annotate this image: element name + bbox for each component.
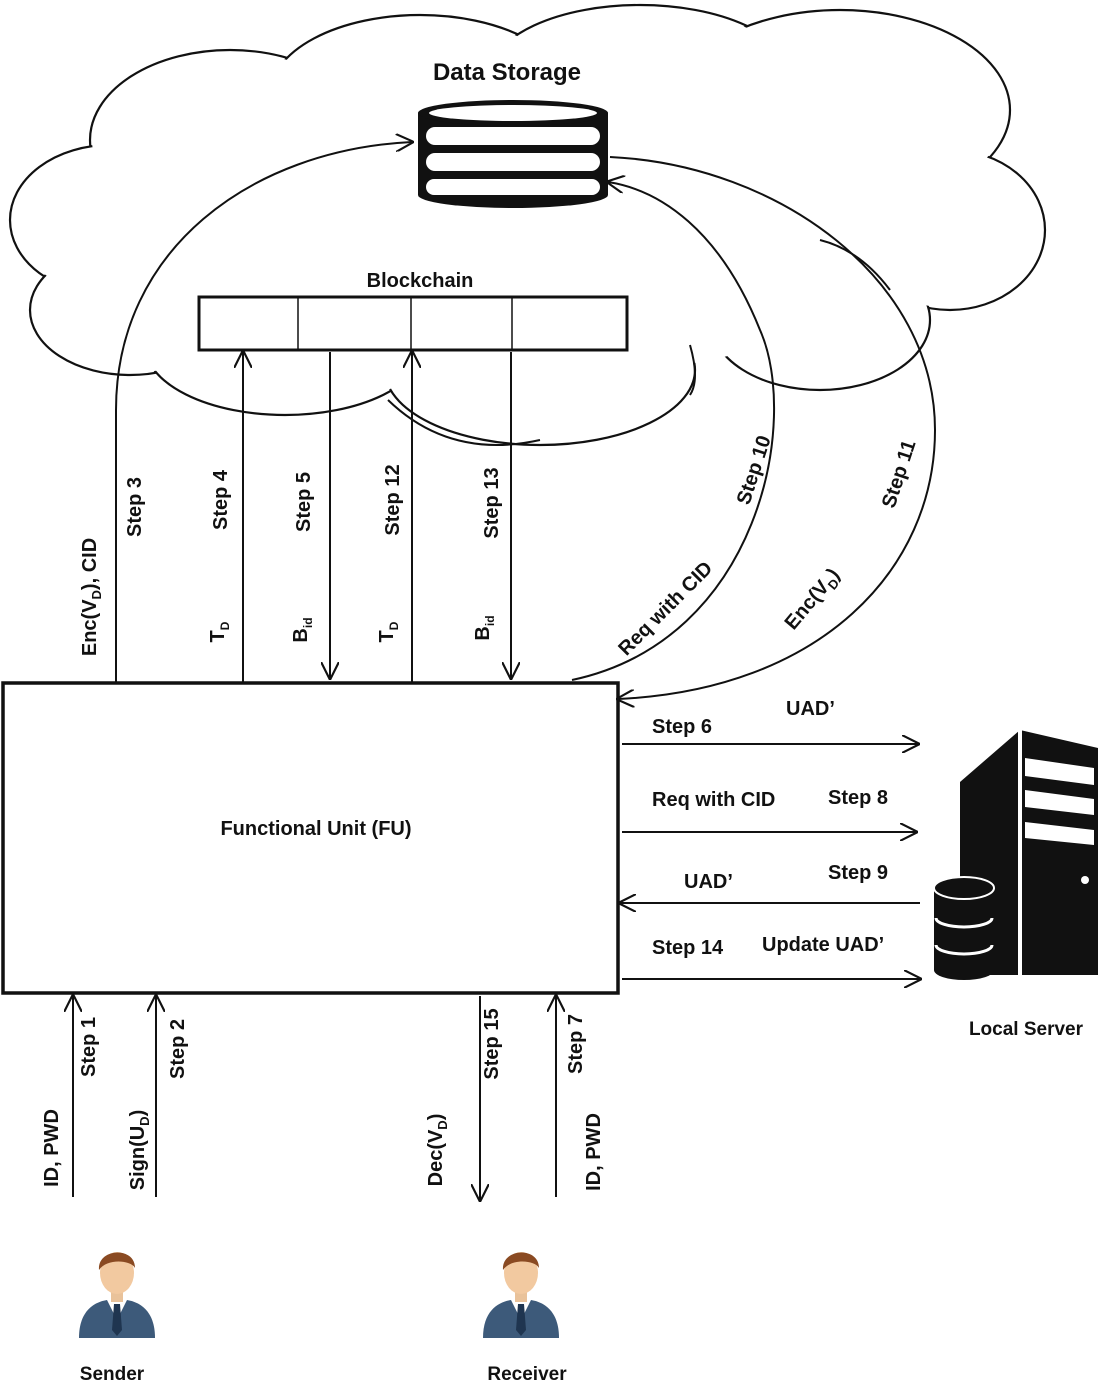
server-icon [933, 730, 1098, 980]
step15-label: Step 15 [481, 1008, 503, 1079]
step12-label: Step 12 [382, 464, 404, 535]
step6-payload: UAD’ [786, 698, 835, 720]
step5-label: Step 5 [293, 472, 315, 532]
receiver-label: Receiver [487, 1364, 567, 1385]
functional-unit-box [1, 681, 620, 995]
step15-payload: Dec(VD) [425, 1114, 450, 1187]
step4-label: Step 4 [210, 469, 232, 530]
data-storage-title: Data Storage [433, 59, 581, 86]
step11-payload: Enc(VD) [781, 564, 847, 636]
step9-payload: UAD’ [684, 871, 733, 893]
step7-payload: ID, PWD [583, 1113, 605, 1191]
step14-label: Step 14 [652, 937, 724, 959]
step11-label: Step 11 [878, 437, 921, 510]
step12-payload: TD [376, 621, 401, 642]
database-icon [418, 100, 608, 208]
step14-payload: Update UAD’ [762, 934, 884, 956]
step7-label: Step 7 [565, 1014, 587, 1074]
step3-payload: Enc(VD), CID [79, 538, 104, 656]
step8-payload: Req with CID [652, 789, 775, 811]
step9-label: Step 9 [828, 862, 888, 884]
blockchain-title: Blockchain [367, 270, 474, 292]
step2-label: Step 2 [167, 1019, 189, 1079]
step10-arrow [571, 182, 776, 681]
step3-label: Step 3 [124, 477, 146, 537]
step13-label: Step 13 [481, 467, 503, 538]
step3-arrow [115, 142, 412, 683]
step4-payload: TD [207, 621, 232, 642]
step1-payload: ID, PWD [41, 1109, 63, 1187]
step13-payload: Bid [472, 615, 497, 640]
step8-label: Step 8 [828, 787, 888, 809]
step5-payload: Bid [290, 617, 315, 642]
person-icon [79, 1252, 155, 1338]
step10-label: Step 10 [733, 433, 776, 507]
step6-label: Step 6 [652, 716, 712, 738]
sender-label: Sender [80, 1364, 145, 1385]
step10-payload: Req with CID [614, 557, 717, 660]
blockchain-blocks [197, 295, 629, 352]
person-icon [483, 1252, 559, 1338]
local-server-title: Local Server [969, 1019, 1084, 1040]
step2-payload: Sign(UD) [127, 1110, 152, 1191]
functional-unit-title: Functional Unit (FU) [220, 818, 411, 840]
step1-label: Step 1 [78, 1017, 100, 1077]
step11-arrow [609, 156, 937, 699]
